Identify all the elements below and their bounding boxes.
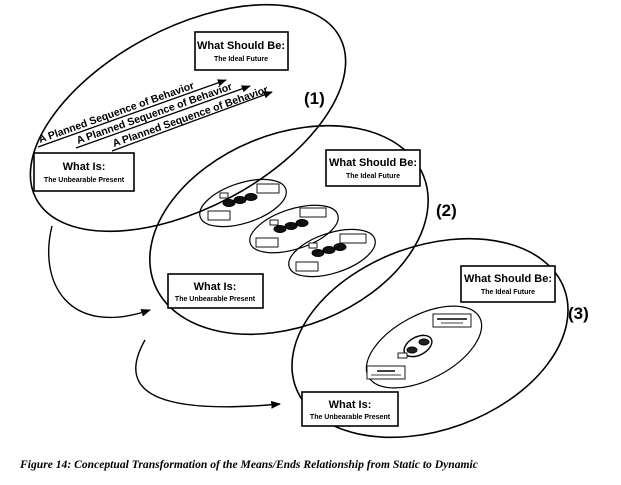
- stage-3-should-subtitle: The Ideal Future: [481, 289, 535, 296]
- mini-stage-2-diagram: [365, 305, 483, 389]
- sequence-arrow-1: [37, 79, 227, 148]
- stage-1-is-box: [33, 152, 135, 192]
- stage-1-ellipse: [29, 3, 347, 233]
- stage-2-should-subtitle: The Ideal Future: [346, 173, 400, 180]
- stage-2-label: (2): [436, 201, 457, 220]
- stage-3-group: What Should Be: The Ideal Future What Is…: [291, 237, 589, 439]
- stage-3-is-subtitle: The Unbearable Present: [310, 414, 391, 421]
- stage-3-should-box: [460, 265, 556, 303]
- stage-3-should-title: What Should Be:: [464, 273, 552, 285]
- mini-cycle-3: [288, 228, 376, 278]
- stage-3-ellipse: [291, 237, 569, 439]
- stage-2-group: What Should Be: The Ideal Future What Is…: [149, 124, 457, 336]
- stage-3-is-title: What Is:: [329, 399, 372, 411]
- mini-cycle-1: [199, 178, 287, 228]
- stage-2-is-title: What Is:: [194, 281, 237, 293]
- figure-caption: Figure 14: Conceptual Transformation of …: [20, 458, 478, 471]
- stage-3-is-box: [301, 391, 399, 427]
- sequence-arrow-3: [111, 91, 273, 152]
- transition-arrow-1-to-2: [48, 225, 151, 319]
- stage-1-should-title: What Should Be:: [197, 40, 285, 52]
- stage-2-ellipse: [149, 124, 429, 336]
- stage-3-label: (3): [568, 304, 589, 323]
- transition-arrow-2-to-3: [135, 339, 281, 409]
- stage-2-should-title: What Should Be:: [329, 157, 417, 169]
- mini-cycle-2: [249, 204, 339, 254]
- stage-2-is-box: [167, 273, 264, 309]
- sequence-arrow-2: [75, 85, 251, 149]
- stage-1-should-subtitle: The Ideal Future: [214, 56, 268, 63]
- stage-1-should-box: [194, 31, 289, 71]
- stage-2-should-box: [325, 149, 421, 187]
- stage-1-label: (1): [304, 89, 325, 108]
- stage-1-is-title: What Is:: [63, 161, 106, 173]
- stage-2-is-subtitle: The Unbearable Present: [175, 296, 256, 303]
- stage-1-is-subtitle: The Unbearable Present: [44, 177, 125, 184]
